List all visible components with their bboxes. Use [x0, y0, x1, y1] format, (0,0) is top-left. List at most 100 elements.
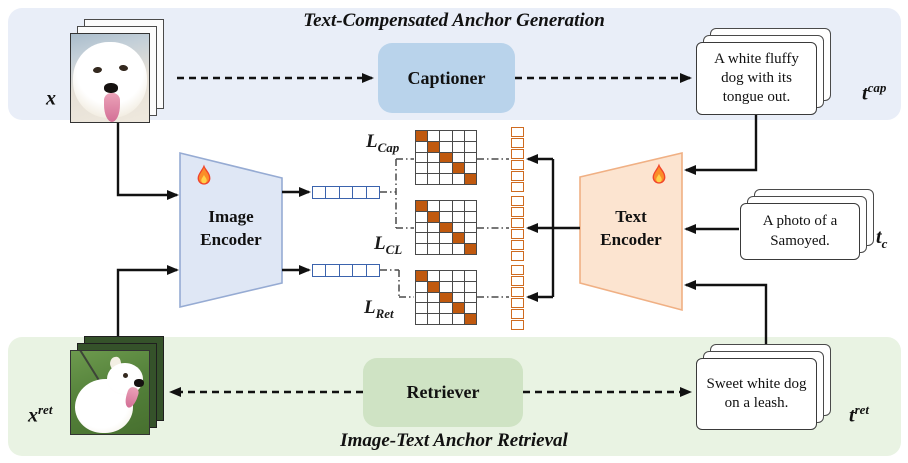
text-encoder-label: Text Encoder: [600, 207, 662, 249]
matrix-diagonal-cell: [428, 211, 440, 222]
matrix-cell: [416, 211, 428, 222]
matrix-diagonal-cell: [440, 222, 452, 233]
embedding-cell: [366, 187, 379, 198]
token-cell: [511, 127, 524, 137]
matrix-diagonal-cell: [440, 152, 452, 163]
matrix-cell: [452, 201, 464, 211]
matrix-cell: [440, 281, 452, 292]
matrix-cell: [452, 141, 464, 152]
image-embedding-vector: [312, 186, 380, 199]
embedding-cell: [326, 187, 339, 198]
matrix-cell: [452, 152, 464, 163]
similarity-matrix-cap: [415, 130, 477, 185]
token-cell: [511, 298, 524, 308]
matrix-cell: [428, 271, 440, 281]
loss-cl-label: LCL: [374, 233, 403, 257]
dog-eye: [123, 373, 128, 378]
matrix-cell: [416, 233, 428, 244]
text-embedding-column: [511, 196, 524, 261]
bottom-section-title: Image-Text Anchor Retrieval: [340, 430, 568, 451]
loss-cap-label: LCap: [366, 131, 400, 155]
matrix-diagonal-cell: [416, 131, 428, 141]
token-cell: [511, 287, 524, 297]
token-cell: [511, 207, 524, 217]
matrix-cell: [440, 141, 452, 152]
matrix-diagonal-cell: [452, 303, 464, 314]
token-cell: [511, 182, 524, 192]
matrix-cell: [452, 244, 464, 254]
dog-photo: [70, 33, 150, 123]
matrix-cell: [464, 303, 476, 314]
caption-card: A white fluffy dog with its tongue out.: [696, 42, 817, 115]
dog-tongue: [104, 93, 120, 122]
matrix-cell: [416, 152, 428, 163]
retriever-label: Retriever: [406, 382, 480, 402]
embedding-cell: [339, 187, 353, 198]
matrix-cell: [416, 163, 428, 174]
text-encoder-shape: [579, 151, 683, 312]
token-cell: [511, 251, 524, 261]
token-cell: [511, 160, 524, 170]
matrix-diagonal-cell: [464, 174, 476, 184]
caption-text-label: tcap: [862, 80, 887, 105]
fire-icon: [197, 164, 211, 185]
matrix-cell: [452, 222, 464, 233]
token-cell: [511, 229, 524, 239]
embedding-cell: [326, 265, 339, 276]
loss-ret-label: LRet: [364, 297, 394, 321]
matrix-diagonal-cell: [416, 201, 428, 211]
matrix-cell: [428, 222, 440, 233]
matrix-diagonal-cell: [428, 141, 440, 152]
matrix-cell: [452, 292, 464, 303]
matrix-diagonal-cell: [428, 281, 440, 292]
class-text-label: tc: [876, 226, 888, 251]
matrix-cell: [428, 131, 440, 141]
matrix-cell: [452, 314, 464, 324]
matrix-diagonal-cell: [464, 244, 476, 254]
matrix-cell: [464, 281, 476, 292]
matrix-cell: [464, 131, 476, 141]
text-embedding-column: [511, 127, 524, 192]
image-encoder-label: Image Encoder: [200, 207, 262, 249]
retrieved-image-label: xret: [28, 402, 53, 427]
matrix-cell: [440, 314, 452, 324]
similarity-matrix-cl: [415, 200, 477, 255]
matrix-cell: [452, 174, 464, 184]
matrix-cell: [416, 244, 428, 254]
matrix-cell: [416, 292, 428, 303]
image-encoder-shape: [179, 151, 283, 309]
matrix-cell: [464, 201, 476, 211]
embedding-cell: [353, 187, 366, 198]
matrix-diagonal-cell: [452, 163, 464, 174]
matrix-cell: [428, 174, 440, 184]
matrix-cell: [416, 141, 428, 152]
matrix-cell: [428, 233, 440, 244]
matrix-cell: [428, 244, 440, 254]
embedding-cell: [313, 265, 326, 276]
matrix-diagonal-cell: [452, 233, 464, 244]
matrix-cell: [416, 314, 428, 324]
class-text-card: A photo of a Samoyed.: [740, 203, 860, 260]
matrix-cell: [440, 131, 452, 141]
embedding-cell: [366, 265, 379, 276]
matrix-cell: [428, 314, 440, 324]
matrix-cell: [464, 233, 476, 244]
token-cell: [511, 276, 524, 286]
matrix-cell: [464, 292, 476, 303]
matrix-cell: [452, 131, 464, 141]
dog-nose: [134, 379, 144, 387]
dashed-arrows: [169, 73, 692, 397]
matrix-cell: [464, 222, 476, 233]
token-cell: [511, 309, 524, 319]
token-cell: [511, 265, 524, 275]
solid-arrows: [116, 113, 768, 356]
matrix-cell: [440, 174, 452, 184]
matrix-diagonal-cell: [440, 292, 452, 303]
matrix-cell: [440, 271, 452, 281]
matrix-cell: [428, 201, 440, 211]
matrix-cell: [440, 233, 452, 244]
matrix-cell: [416, 303, 428, 314]
dog-nose: [104, 83, 118, 93]
